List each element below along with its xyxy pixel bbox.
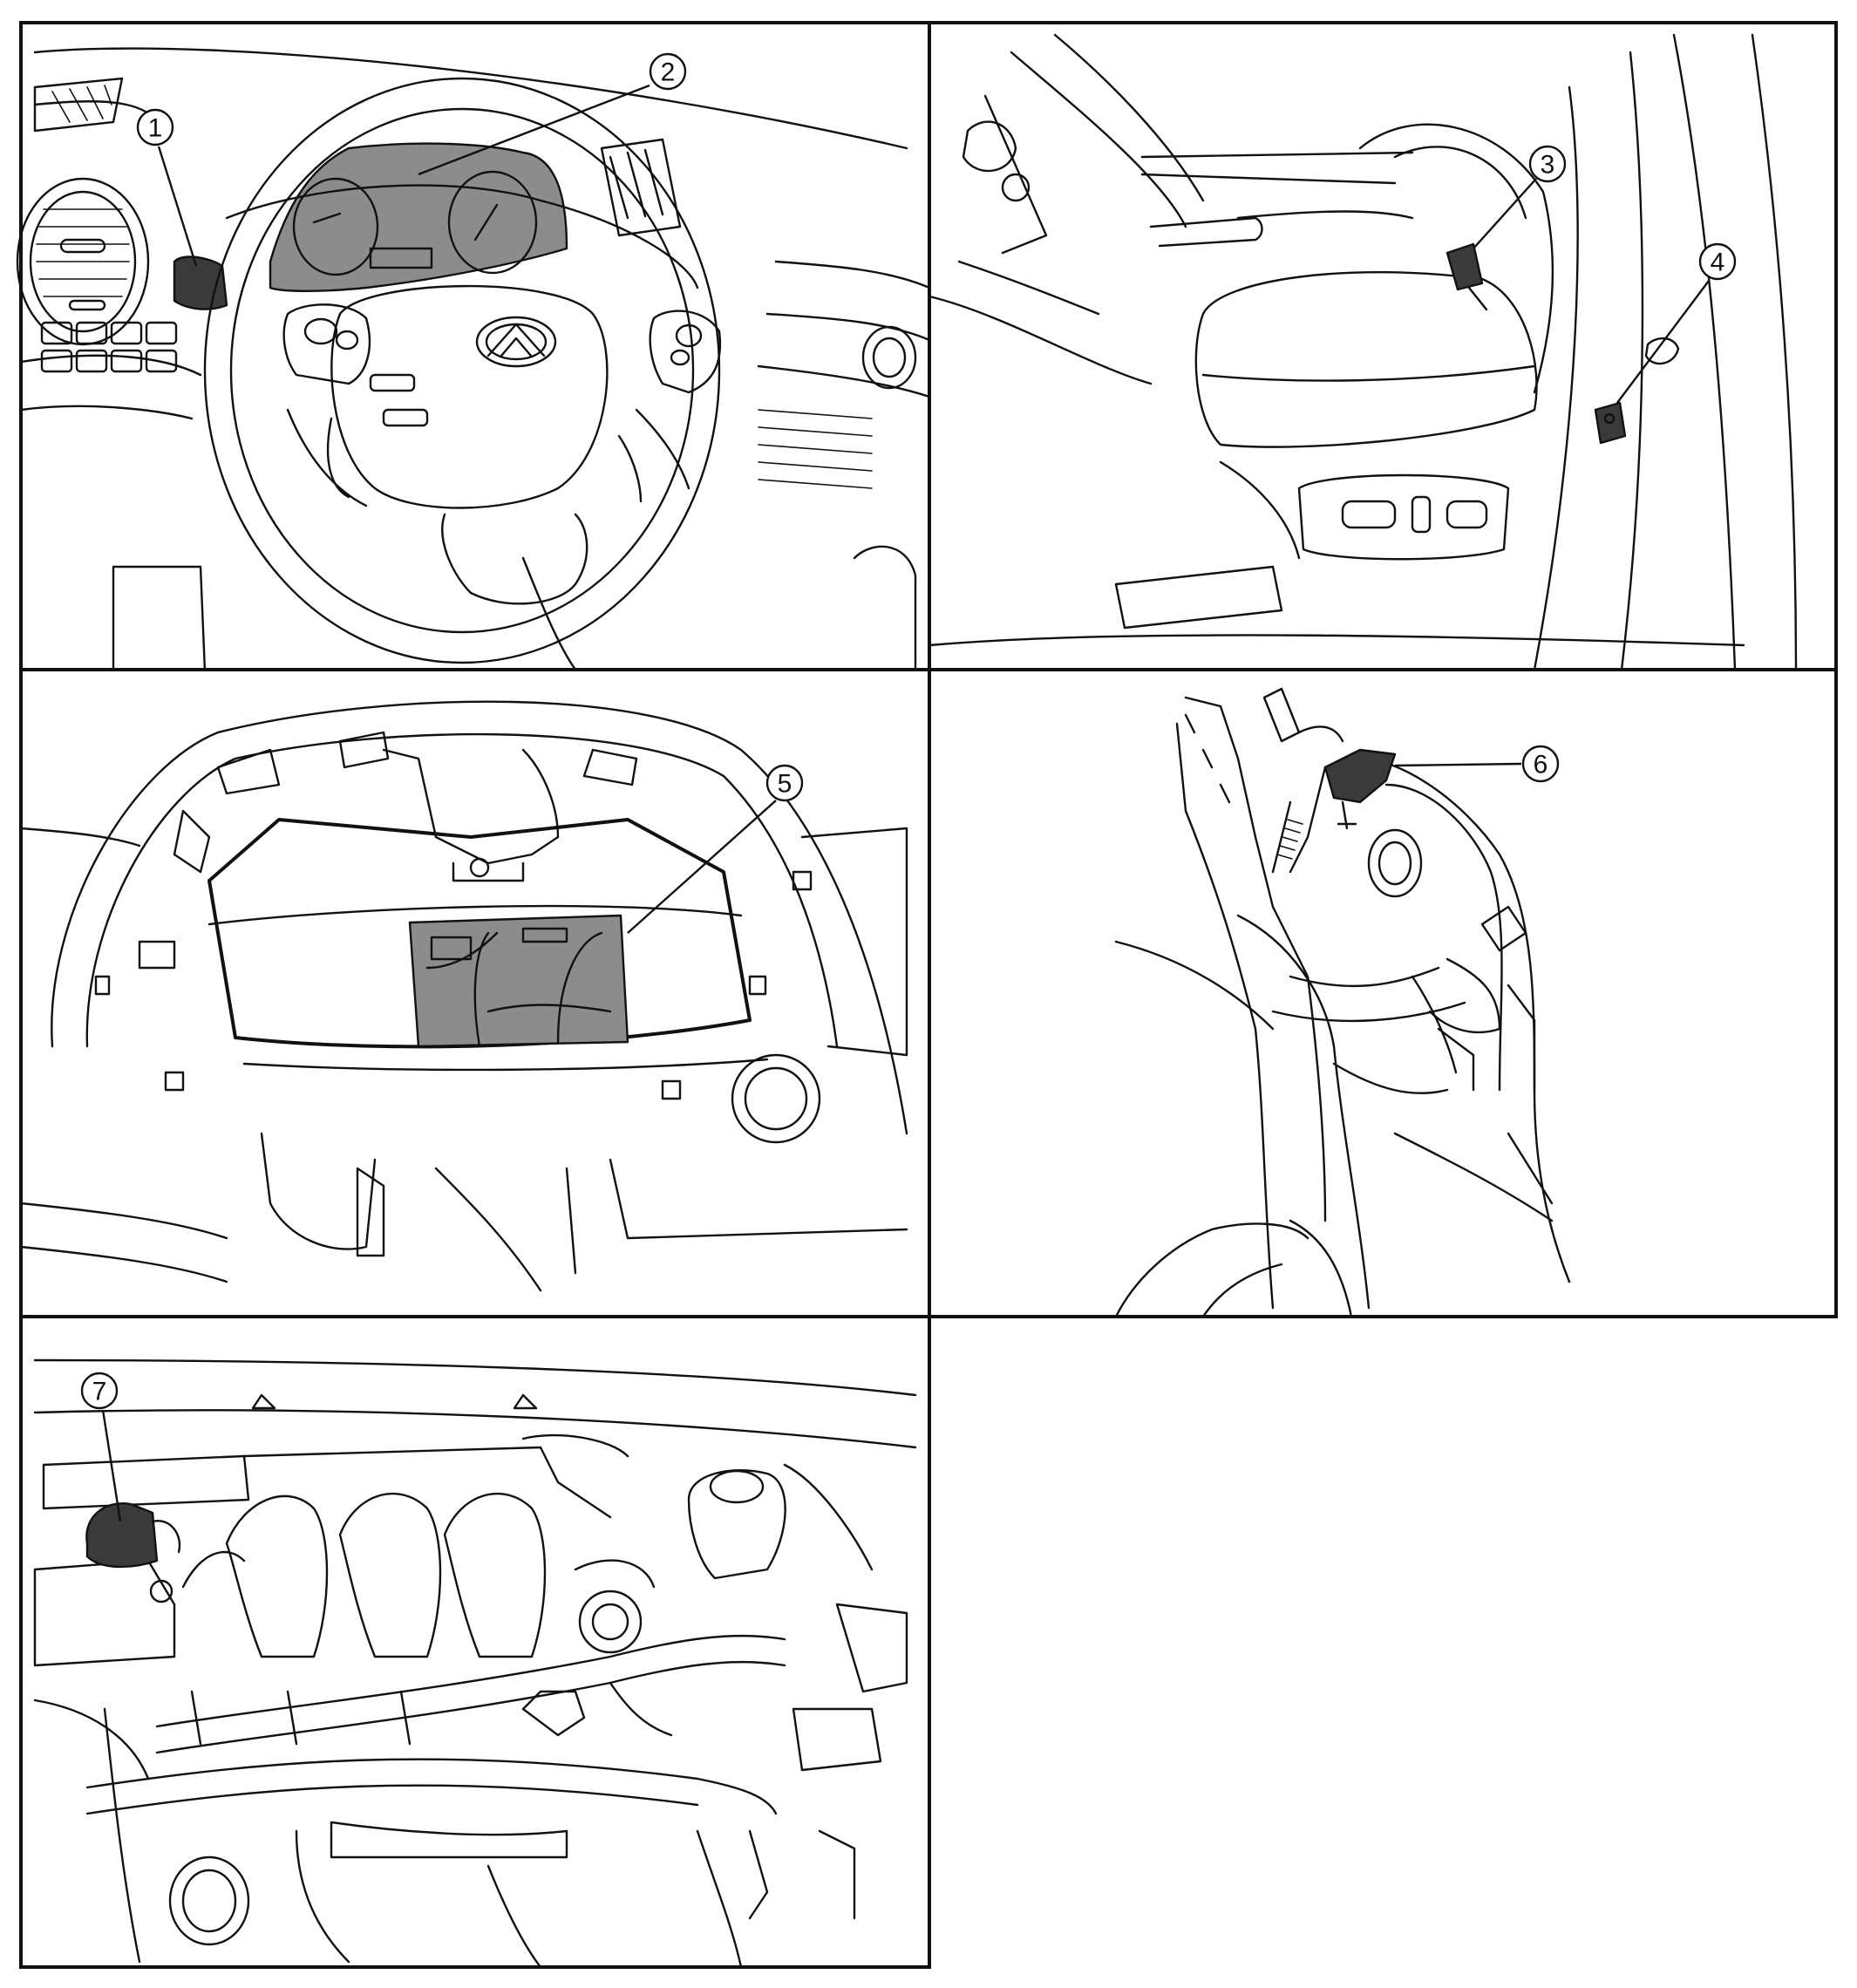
callout-5-label: 5 [778, 770, 792, 799]
callout-7-label: 7 [92, 1378, 107, 1406]
callout-4: 4 [1616, 242, 1737, 404]
panel-pedal-bracket: 6 [928, 668, 1838, 1318]
callout-7: 7 [80, 1372, 122, 1522]
callout-6-label: 6 [1534, 751, 1548, 780]
callout-1: 1 [136, 108, 198, 267]
callout-4-label: 4 [1711, 248, 1725, 277]
callout-3-label: 3 [1541, 151, 1555, 180]
part-1-shaded [173, 255, 228, 310]
panel-steering-wheel: 1 2 [16, 21, 931, 673]
dash-top-line [33, 47, 908, 150]
panel-5-frame [19, 1315, 931, 1969]
panel-2-frame [928, 21, 1838, 671]
housing-outer [51, 700, 908, 1135]
callout-2-label: 2 [661, 58, 676, 87]
callout-3: 3 [1473, 145, 1567, 249]
steering-wheel [203, 77, 722, 664]
part-3-buckle-switch [1445, 242, 1484, 291]
callout-2: 2 [418, 52, 687, 176]
callout-1-label: 1 [148, 114, 163, 143]
infiniti-logo-icon [475, 316, 557, 368]
switch-panel-left [40, 321, 178, 373]
callout-6: 6 [1394, 745, 1560, 783]
part-5-shaded-module [408, 914, 629, 1048]
callout-5: 5 [627, 764, 804, 934]
part-6-stop-lamp-switch [1323, 748, 1397, 804]
panel-cluster-housing: 5 [19, 668, 931, 1318]
power-seat-switches [1297, 473, 1510, 561]
panel-engine-compartment: 7 [19, 1315, 931, 1969]
panel-driver-seat: 3 4 [928, 21, 1838, 671]
vent-top-left [33, 77, 124, 133]
part-7-shaded-component [85, 1502, 159, 1569]
